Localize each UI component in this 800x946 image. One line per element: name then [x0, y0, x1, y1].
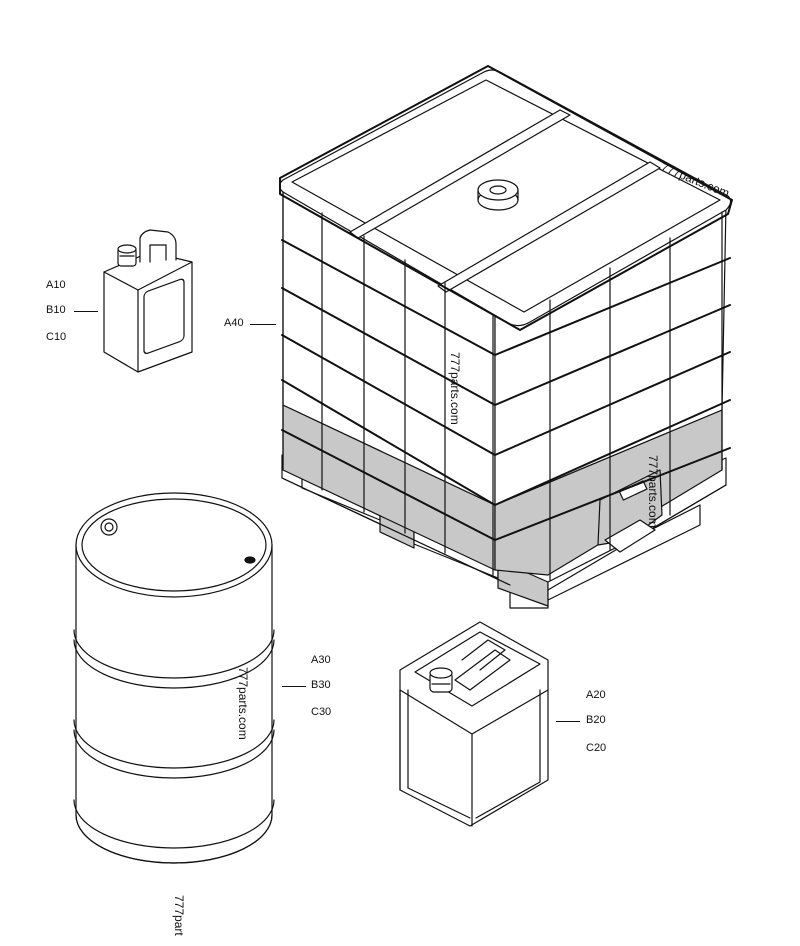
- ibc-cage-rings: [279, 65, 733, 541]
- ibc-filler-cap: [477, 179, 519, 211]
- leader-small-jerrycan: [74, 311, 98, 312]
- watermark-ibc-side: 777parts.com: [646, 455, 660, 528]
- leader-drum: [282, 686, 306, 687]
- medium-jerrycan-illustration: [399, 621, 549, 827]
- callout-small-jerrycan-c10: C10: [46, 331, 67, 343]
- callout-drum-a30: A30: [311, 654, 331, 666]
- callout-drum-c30: C30: [311, 706, 332, 718]
- small-jerrycan-illustration: [103, 229, 193, 373]
- callout-small-jerrycan-b10: B10: [46, 304, 66, 316]
- callout-medium-jerrycan-c20: C20: [586, 742, 607, 754]
- ibc-cage-bars: [282, 191, 723, 581]
- watermark-bottom: 777part: [172, 895, 186, 936]
- ibc-tank-illustration: [278, 65, 733, 609]
- watermark-drum: 777parts.com: [236, 667, 250, 740]
- callout-ibc-a40: A40: [224, 317, 244, 329]
- callout-small-jerrycan-a10: A10: [46, 279, 66, 291]
- ibc-top-straps: [349, 109, 661, 293]
- callout-medium-jerrycan-b20: B20: [586, 714, 606, 726]
- callout-drum-b30: B30: [311, 679, 331, 691]
- oil-drum-illustration: [73, 492, 275, 864]
- leader-ibc: [250, 324, 276, 325]
- callout-medium-jerrycan-a20: A20: [586, 689, 606, 701]
- leader-medium-jerrycan: [556, 721, 580, 722]
- watermark-ibc-front: 777parts.com: [448, 352, 462, 425]
